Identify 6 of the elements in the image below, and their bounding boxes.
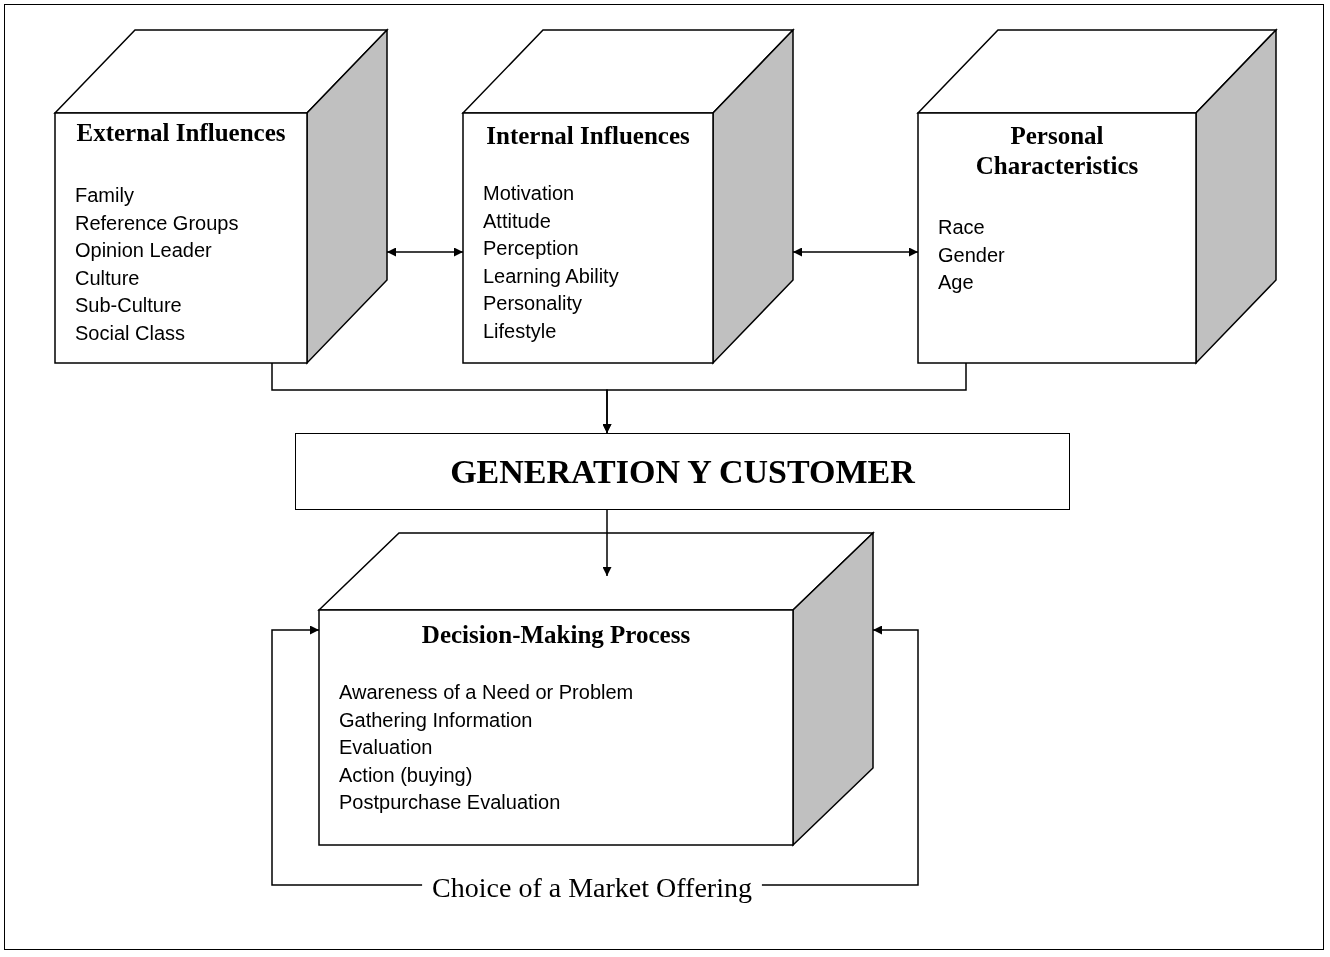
caption-text: Choice of a Market Offering xyxy=(432,872,752,904)
process-box xyxy=(295,433,1070,510)
box-title: GENERATION Y CUSTOMER xyxy=(450,452,915,491)
arrow xyxy=(602,362,967,434)
arrow xyxy=(386,247,464,257)
arrow xyxy=(792,247,919,257)
